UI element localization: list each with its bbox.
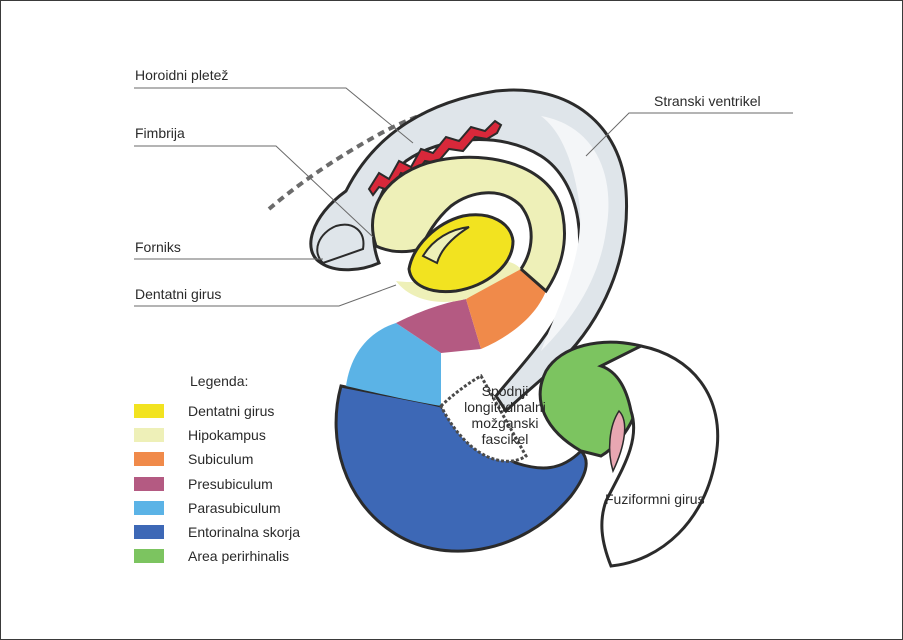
legend-label: Entorinalna skorja — [188, 524, 300, 540]
label-forniks: Forniks — [135, 239, 181, 255]
legend-swatch — [134, 501, 164, 515]
label-spodnji-line-3: možganski — [463, 415, 547, 431]
legend-item: Presubiculum — [134, 472, 300, 496]
label-stranski-ventrikel: Stranski ventrikel — [654, 93, 761, 109]
legend-item: Area perirhinalis — [134, 544, 300, 568]
legend-swatch — [134, 477, 164, 491]
legend-swatch — [134, 404, 164, 418]
legend-item: Hipokampus — [134, 423, 300, 447]
label-fuziformni-girus: Fuziformni girus — [605, 491, 705, 507]
label-horoidni-pletez: Horoidni pletež — [135, 67, 228, 83]
legend-label: Subiculum — [188, 451, 253, 467]
legend-item: Subiculum — [134, 447, 300, 471]
legend-swatch — [134, 525, 164, 539]
legend-item: Entorinalna skorja — [134, 520, 300, 544]
label-dentatni-girus: Dentatni girus — [135, 286, 221, 302]
legend-swatch — [134, 549, 164, 563]
label-spodnji-fascikel: Spodnji longitudinalni možganski fascike… — [463, 383, 547, 447]
label-spodnji-line-1: Spodnji — [463, 383, 547, 399]
legend-label: Hipokampus — [188, 427, 266, 443]
legend-swatch — [134, 428, 164, 442]
legend-title: Legenda: — [190, 373, 248, 389]
legend-item: Dentatni girus — [134, 399, 300, 423]
legend-label: Presubiculum — [188, 476, 273, 492]
label-spodnji-line-4: fascikel — [463, 431, 547, 447]
legend-label: Parasubiculum — [188, 500, 281, 516]
label-spodnji-line-2: longitudinalni — [463, 399, 547, 415]
label-fimbrija: Fimbrija — [135, 125, 185, 141]
legend-swatch — [134, 452, 164, 466]
legend-label: Dentatni girus — [188, 403, 274, 419]
legend-item: Parasubiculum — [134, 496, 300, 520]
legend-label: Area perirhinalis — [188, 548, 289, 564]
